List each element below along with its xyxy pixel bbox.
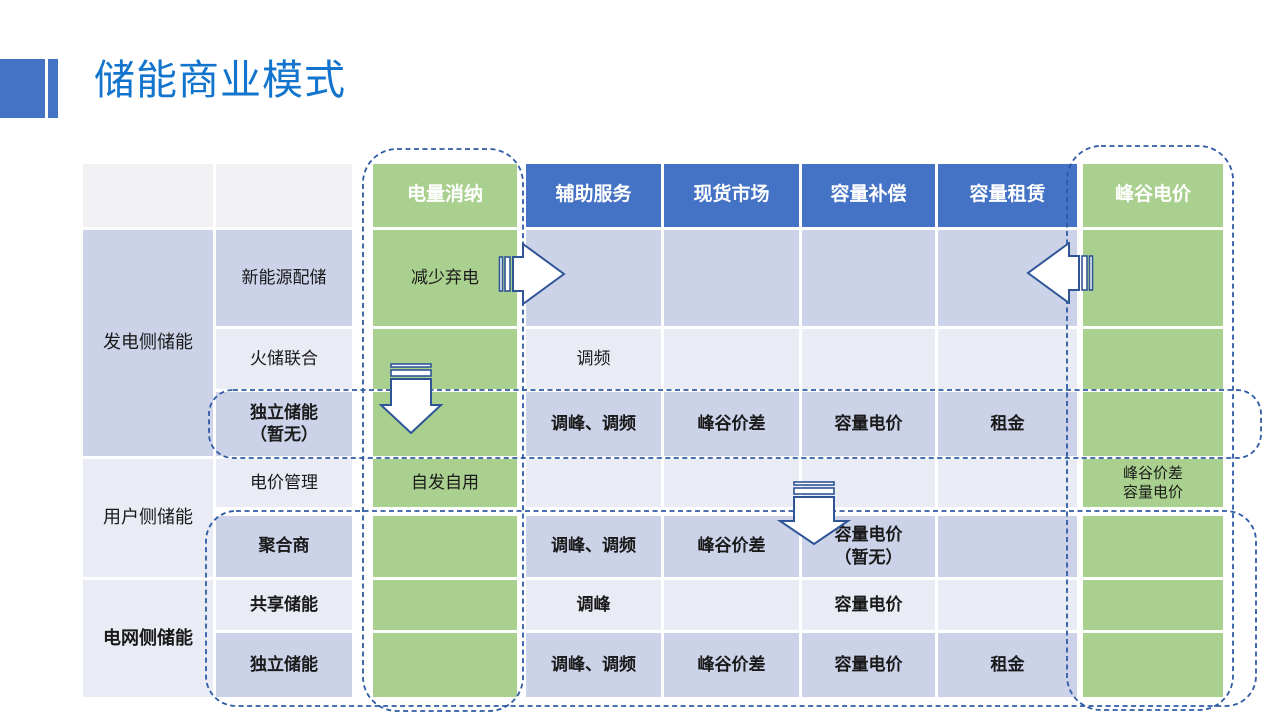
table-cell [938, 329, 1077, 389]
page-title: 储能商业模式 [94, 57, 346, 103]
table-cell: 调峰 [526, 580, 661, 630]
table-cell [938, 459, 1077, 507]
table-cell: 自发自用 [373, 459, 517, 507]
column-header-consumption: 电量消纳 [373, 164, 517, 227]
table-cell [938, 516, 1077, 577]
table-cell: 峰谷价差 [664, 633, 799, 697]
table-cell: 峰谷价差 容量电价 [1083, 459, 1223, 507]
group-generation-side: 发电侧储能 [83, 230, 213, 456]
striped-down-arrow-icon [777, 481, 851, 546]
title-accent-bar [48, 59, 58, 118]
striped-right-arrow-icon [498, 243, 566, 305]
row-label: 电价管理 [216, 459, 352, 507]
striped-left-arrow-icon [1026, 242, 1094, 304]
row-label: 新能源配储 [216, 230, 352, 326]
column-header-spot-market: 现货市场 [664, 164, 799, 227]
table-cell: 调峰、调频 [526, 392, 661, 456]
table-cell [802, 329, 935, 389]
table-cell: 调频 [526, 329, 661, 389]
table-cell: 容量电价 [802, 392, 935, 456]
table-cell [664, 329, 799, 389]
header-corner-cell [216, 164, 352, 227]
row-label: 独立储能 （暂无） [216, 392, 352, 456]
table-cell [664, 580, 799, 630]
striped-down-arrow-icon [379, 363, 443, 435]
table-cell [1083, 392, 1223, 456]
table-cell: 租金 [938, 633, 1077, 697]
row-label: 聚合商 [216, 516, 352, 577]
group-user-side: 用户侧储能 [83, 459, 213, 577]
table-cell: 调峰、调频 [526, 516, 661, 577]
row-label: 火储联合 [216, 329, 352, 389]
row-label: 共享储能 [216, 580, 352, 630]
table-cell [802, 230, 935, 326]
table-cell: 减少弃电 [373, 230, 517, 326]
table-cell: 调峰、调频 [526, 633, 661, 697]
table-cell [664, 459, 799, 507]
column-header-peak-valley-price: 峰谷电价 [1083, 164, 1223, 227]
group-grid-side: 电网侧储能 [83, 580, 213, 697]
table-cell [1083, 633, 1223, 697]
table-cell [1083, 329, 1223, 389]
table-cell [373, 633, 517, 697]
column-header-capacity-compensation: 容量补偿 [802, 164, 935, 227]
table-cell [1083, 516, 1223, 577]
table-cell [938, 580, 1077, 630]
table-cell [1083, 580, 1223, 630]
table-cell: 租金 [938, 392, 1077, 456]
table-cell [1083, 230, 1223, 326]
header-corner-cell [83, 164, 213, 227]
table-cell [664, 230, 799, 326]
table-cell [373, 516, 517, 577]
table-cell: 容量电价 [802, 633, 935, 697]
column-header-capacity-lease: 容量租赁 [938, 164, 1077, 227]
table-cell [373, 580, 517, 630]
table-cell: 容量电价 [802, 580, 935, 630]
row-label: 独立储能 [216, 633, 352, 697]
table-cell [526, 459, 661, 507]
table-cell: 峰谷价差 [664, 392, 799, 456]
column-header-ancillary-services: 辅助服务 [526, 164, 661, 227]
title-accent-square [0, 59, 45, 118]
